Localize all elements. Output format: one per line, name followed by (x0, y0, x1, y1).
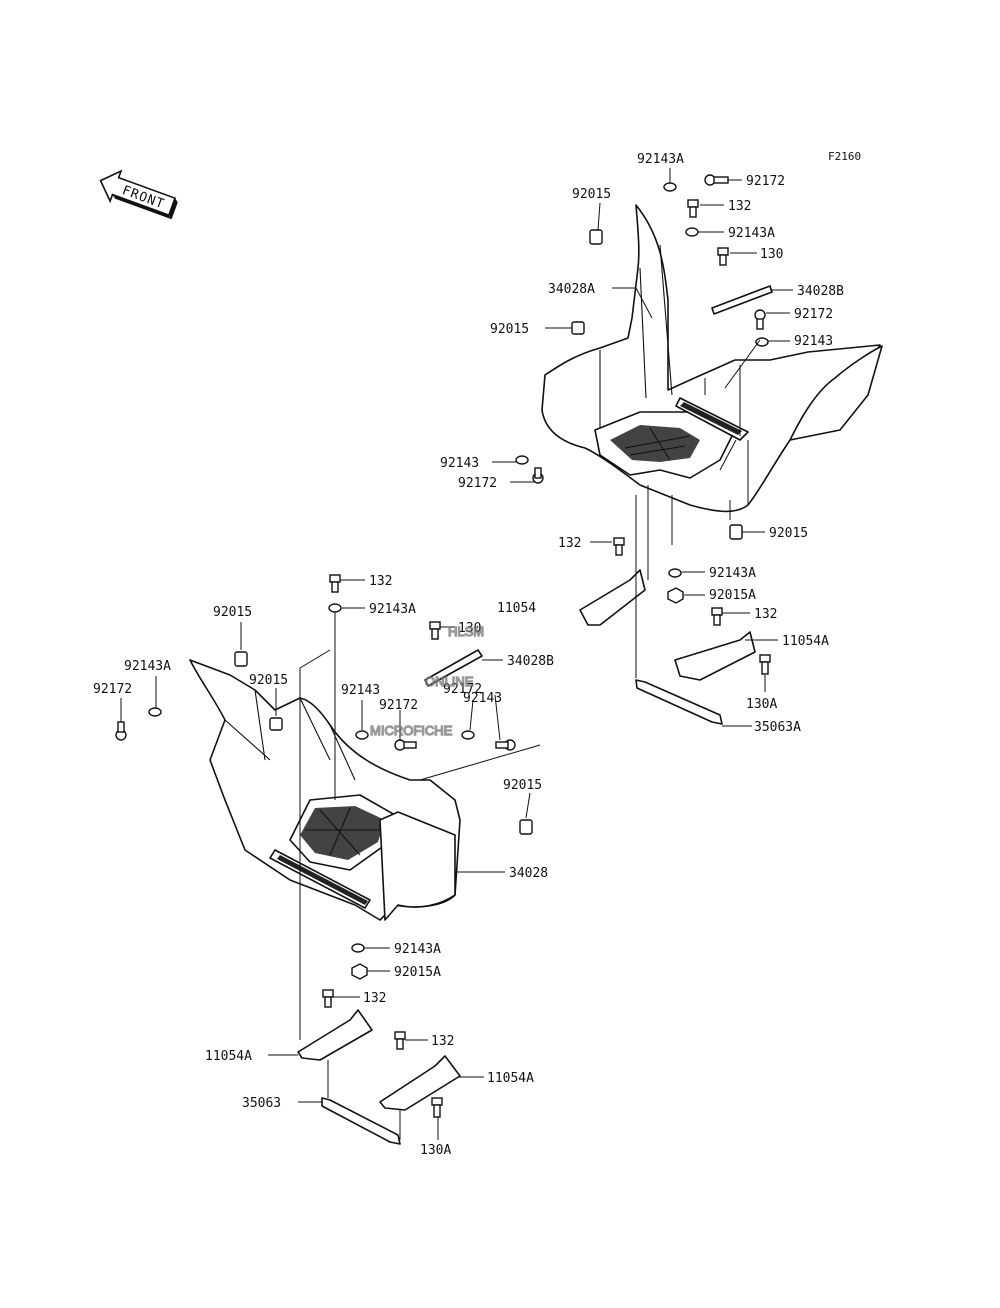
screw-92172-icon (495, 739, 516, 751)
label-92015a: 92015A (709, 588, 756, 603)
label-92172: 92172 (794, 307, 833, 322)
washer-icon (685, 227, 699, 237)
bolt-132-icon (322, 989, 334, 1008)
label-92143a: 92143A (728, 226, 775, 241)
label-35063: 35063 (242, 1096, 281, 1111)
watermark-line-1: HLSM (448, 624, 484, 639)
clip-92015-icon (729, 524, 743, 540)
label-92015: 92015 (213, 605, 252, 620)
right-floorboard-34028a (541, 204, 883, 513)
callout-labels: 92143A 92172 92015 132 92143A 130 34028A… (93, 152, 844, 1158)
label-92143a: 92143A (709, 566, 756, 581)
screw-92172-icon (704, 174, 729, 186)
washer-icon (755, 337, 769, 347)
label-130: 130 (760, 247, 783, 262)
stay-35063a-icon (635, 679, 723, 725)
label-132: 132 (754, 607, 777, 622)
front-arrow-icon: FRONT (99, 169, 178, 220)
step-34028b-icon (424, 649, 483, 687)
label-92143: 92143 (341, 683, 380, 698)
label-92143: 92143 (463, 691, 502, 706)
label-92143a: 92143A (369, 602, 416, 617)
label-130a: 130A (746, 697, 777, 712)
label-132: 132 (728, 199, 751, 214)
label-92015: 92015 (503, 778, 542, 793)
label-92172: 92172 (379, 698, 418, 713)
bolt-130-icon (429, 621, 441, 640)
bolt-132-icon (329, 574, 341, 593)
label-92172: 92172 (93, 682, 132, 697)
figure-id: F2160 (828, 150, 861, 163)
bolt-130-icon (717, 247, 729, 266)
washer-icon (351, 943, 365, 953)
label-11054: 11054 (497, 601, 536, 616)
watermark: HLSM ONLINE MICROFICHE (369, 623, 485, 738)
label-92172: 92172 (746, 174, 785, 189)
watermark-line-3: MICROFICHE (370, 723, 453, 738)
label-132: 132 (558, 536, 581, 551)
washer-icon (148, 707, 162, 717)
label-92143a: 92143A (124, 659, 171, 674)
leader-lines (120, 168, 793, 1140)
label-130: 130 (458, 621, 481, 636)
step-34028b-icon (711, 285, 773, 315)
bracket-11054-icon (579, 569, 646, 626)
label-92015: 92015 (249, 673, 288, 688)
washer-icon (355, 730, 369, 740)
bolt-132-icon (711, 607, 723, 626)
clip-92015-icon (571, 321, 585, 335)
left-floorboard-34028 (189, 659, 461, 921)
bolt-132-icon (687, 199, 699, 218)
label-92172: 92172 (443, 682, 482, 697)
bolt-132-icon (394, 1031, 406, 1050)
label-11054a: 11054A (782, 634, 829, 649)
label-34028b: 34028B (797, 284, 844, 299)
washer-icon (515, 455, 529, 465)
label-11054a: 11054A (487, 1071, 534, 1086)
washer-icon (663, 182, 677, 192)
label-132: 132 (431, 1034, 454, 1049)
bolt-130a-icon (431, 1097, 443, 1118)
label-34028a: 34028A (548, 282, 595, 297)
label-92015a: 92015A (394, 965, 441, 980)
label-92143a: 92143A (637, 152, 684, 167)
label-92143: 92143 (440, 456, 479, 471)
bracket-11054a-icon (297, 1009, 373, 1061)
clip-92015-icon (234, 651, 248, 667)
label-34028: 34028 (509, 866, 548, 881)
screw-92172-icon (754, 309, 766, 330)
label-11054a: 11054A (205, 1049, 252, 1064)
washer-icon (328, 603, 342, 613)
label-132: 132 (369, 574, 392, 589)
label-132: 132 (363, 991, 386, 1006)
label-92172: 92172 (458, 476, 497, 491)
bolt-130a-icon (759, 654, 771, 675)
label-35063a: 35063A (754, 720, 801, 735)
label-92015: 92015 (490, 322, 529, 337)
screw-92172-icon (532, 467, 544, 484)
clip-92015-icon (269, 717, 283, 731)
label-92143: 92143 (794, 334, 833, 349)
clip-92015-icon (519, 819, 533, 835)
label-130a: 130A (420, 1143, 451, 1158)
washer-icon (461, 730, 475, 740)
bolt-132-icon (613, 537, 625, 556)
nut-92015a-icon (667, 587, 684, 604)
washer-icon (668, 568, 682, 578)
label-92143a: 92143A (394, 942, 441, 957)
nut-92015a-icon (351, 963, 368, 980)
watermark-line-2: ONLINE (425, 674, 474, 689)
label-92015: 92015 (572, 187, 611, 202)
label-92015: 92015 (769, 526, 808, 541)
screw-92172-icon (394, 739, 417, 751)
bracket-11054a-icon (379, 1055, 461, 1111)
screw-92172-icon (115, 721, 127, 741)
stay-35063-icon (321, 1097, 401, 1145)
clip-92015-icon (589, 229, 603, 245)
label-34028b: 34028B (507, 654, 554, 669)
bracket-11054a-icon (674, 631, 756, 681)
